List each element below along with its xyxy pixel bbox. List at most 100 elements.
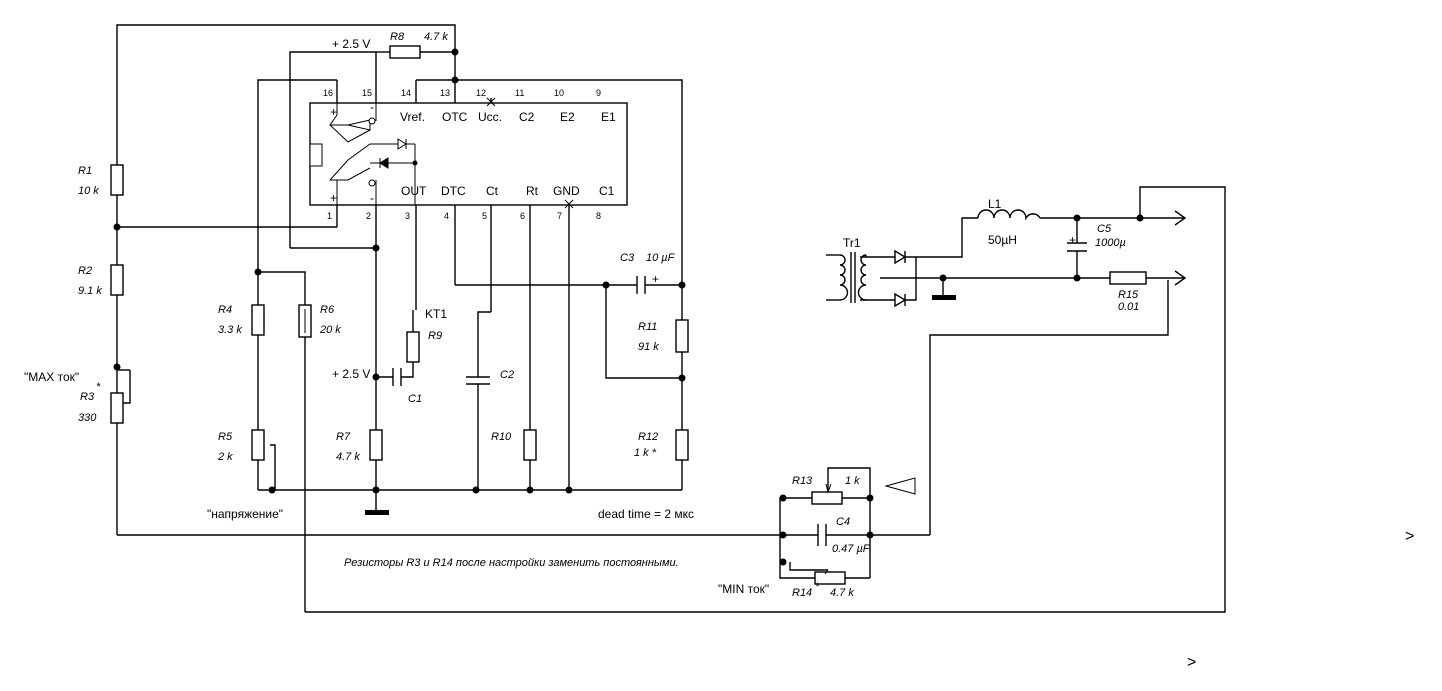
pin-number: 16 [323,88,333,98]
r3-value: 330 [78,412,97,424]
capacitors [392,242,1087,546]
pin-name: OTC [442,110,468,124]
pin-number: 4 [444,211,449,221]
tr1-label: Tr1 [843,236,861,250]
wires [116,24,1226,613]
note-text: Резисторы R3 и R14 после настройки замен… [344,557,679,569]
r12-label: R12 [638,431,658,443]
triangle-marker [884,477,916,495]
r2-value: 9.1 k [78,285,102,297]
pin-number: 11 [515,88,524,98]
r15-value: 0.01 [1118,301,1139,313]
r3-label: R3 [80,391,95,403]
r9-label: R9 [428,330,442,342]
r15-label: R15 [1118,289,1139,301]
r11-value: 91 k [638,341,659,353]
r14-value: 4.7 k [830,587,854,599]
r8-value: 4.7 k [424,31,448,43]
c2-label: C2 [500,369,514,381]
pin-number: 5 [482,211,487,221]
c4-label: C4 [836,516,850,528]
r4-value: 3.3 k [218,324,242,336]
r2-label: R2 [78,265,92,277]
r12-value: 1 k * [634,447,657,459]
r7-label: R7 [336,431,351,443]
plus-sign: + [330,191,337,205]
c3-label: C3 [620,252,635,264]
chevron-icon: > [1187,654,1196,671]
pin-number: 10 [554,88,564,98]
pin-name: Vref. [400,110,425,124]
r8-label: R8 [390,31,405,43]
r1-label: R1 [78,165,92,177]
pin-number: 14 [401,88,411,98]
c5-label: C5 [1097,223,1112,235]
pin-number: 1 [327,211,332,221]
r11-label: R11 [638,321,657,333]
voltage-label: "напряжение" [207,507,283,521]
max-current-label: "MAX ток" [24,370,79,384]
c3-value: 10 µF [646,252,676,264]
l1-value: 50µH [988,233,1017,247]
ic-bottom-pins [336,205,570,490]
pin-number: 3 [405,211,410,221]
pin-number: 6 [520,211,525,221]
r10-label: R10 [491,431,512,443]
pin-name: Rt [526,184,539,198]
pin-number: 7 [557,211,562,221]
plus-sign: + [330,105,337,119]
pin-name: DTC [441,184,466,198]
pin-name: C2 [519,110,535,124]
r14-star: * [815,581,820,593]
r6-value: 20 k [319,324,341,336]
kt1-label: KT1 [425,307,447,321]
r7-value: 4.7 k [336,451,360,463]
ic-top-pins [336,58,492,103]
pin-number: 15 [362,88,372,98]
r5-value: 2 k [217,451,233,463]
vref-label: + 2.5 V [332,367,370,381]
pin-number: 2 [366,211,371,221]
r5-label: R5 [218,431,233,443]
r6-label: R6 [320,304,335,316]
r13-value: 1 k [845,475,860,487]
r4-label: R4 [218,304,232,316]
r14-label: R14 [792,587,812,599]
r13-label: R13 [792,475,813,487]
minus-sign: - [370,100,374,114]
ic-body [309,102,628,206]
pin-name: C1 [599,184,615,198]
l1-label: L1 [988,197,1002,211]
pin-name: OUT [401,184,427,198]
vref-label: + 2.5 V [332,37,370,51]
pin-number: 12 [476,88,486,98]
c4-value: 0.47 µF [832,543,871,555]
r1-value: 10 k [78,185,99,197]
c5-plus: + [1069,233,1076,247]
junctions [113,48,1144,566]
c1-label: C1 [408,393,422,405]
no-connect-marks [486,97,574,209]
minus-sign: - [370,191,374,205]
r3-star: * [96,381,101,393]
pin-name: E2 [560,110,575,124]
pin-name: Ucc. [478,110,502,124]
c5-value: 1000µ [1095,237,1126,249]
pin-name: GND [553,184,580,198]
wipers [824,483,832,575]
pin-number: 13 [440,88,450,98]
error-amplifiers [309,103,416,205]
transformer-tr1 [826,252,867,303]
dead-time-label: dead time = 2 мкс [598,507,694,521]
inductor-l1 [977,209,1041,221]
resistors [110,45,1147,585]
min-current-label: "MIN ток" [718,582,769,596]
pin-name: Ct [486,184,499,198]
chevron-icon: > [1405,528,1414,545]
pin-name: E1 [601,110,616,124]
pin-number: 8 [596,211,601,221]
c3-plus: + [652,272,659,286]
pin-number: 9 [596,88,601,98]
